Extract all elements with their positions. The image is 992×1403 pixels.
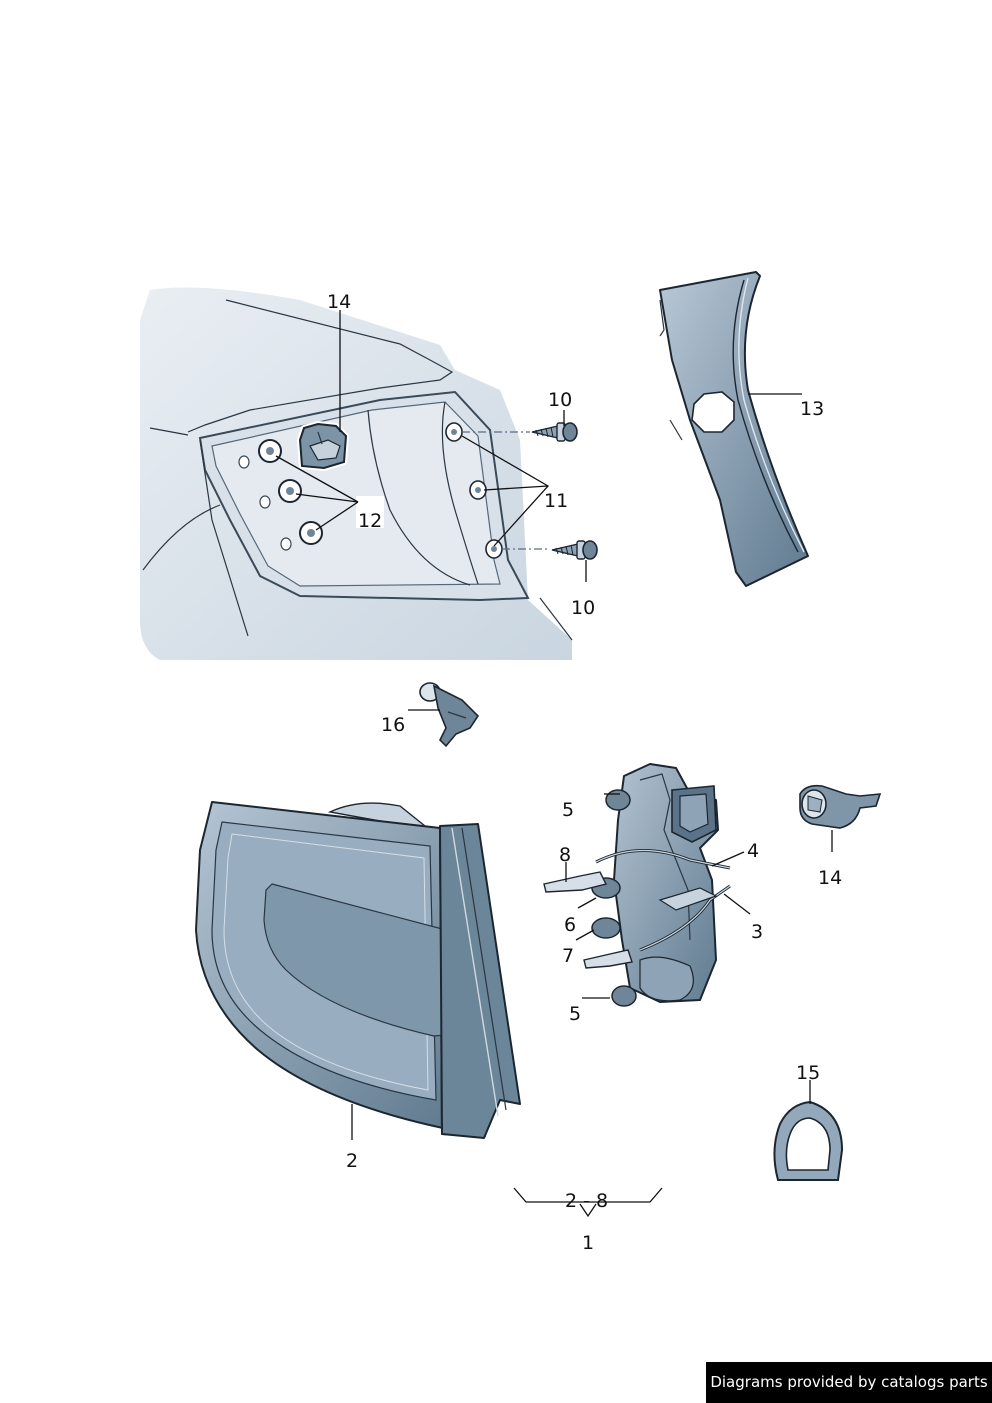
callout-labels: 14 10 13 11 12 10 16 5 4 8 14 6 3 7 5 15… [327, 291, 842, 1254]
callout-6: 6 [564, 914, 576, 936]
callout-2: 2 [346, 1150, 358, 1172]
spreading-nut-12 [258, 439, 323, 545]
credit-banner: Diagrams provided by catalogs parts [706, 1362, 992, 1403]
installation-axis-lines [462, 431, 550, 550]
screw-10-top [531, 422, 578, 442]
mounting-holes-left [238, 455, 292, 551]
bulb-carrier [543, 763, 731, 1007]
callout-5-top: 5 [562, 799, 574, 821]
gasket-15 [773, 1100, 844, 1181]
callout-2-8: 2 - 8 [565, 1190, 608, 1212]
clip-11 [445, 422, 503, 559]
callout-1: 1 [582, 1232, 594, 1254]
callout-13: 13 [800, 398, 824, 420]
sensor-16 [419, 682, 480, 748]
callout-8: 8 [559, 844, 571, 866]
leader-lines [275, 310, 833, 1218]
cover-panel-13 [659, 271, 809, 587]
callout-3: 3 [751, 921, 763, 943]
callout-4: 4 [747, 840, 759, 862]
tail-light-2 [195, 801, 521, 1139]
vehicle-rear-body [140, 287, 573, 660]
callout-11: 11 [544, 490, 568, 512]
connector-14 [799, 784, 882, 829]
screw-10-bottom [551, 540, 598, 560]
callout-15: 15 [796, 1062, 820, 1084]
callout-14-right: 14 [818, 867, 842, 889]
callout-7: 7 [562, 945, 574, 967]
callout-12: 12 [358, 510, 382, 532]
callout-14-top: 14 [327, 291, 351, 313]
callout-10-top: 10 [548, 389, 572, 411]
callout-5-bottom: 5 [569, 1003, 581, 1025]
connector-housing-in-body [297, 421, 349, 471]
callout-10-bottom: 10 [571, 597, 595, 619]
callout-16: 16 [381, 714, 405, 736]
